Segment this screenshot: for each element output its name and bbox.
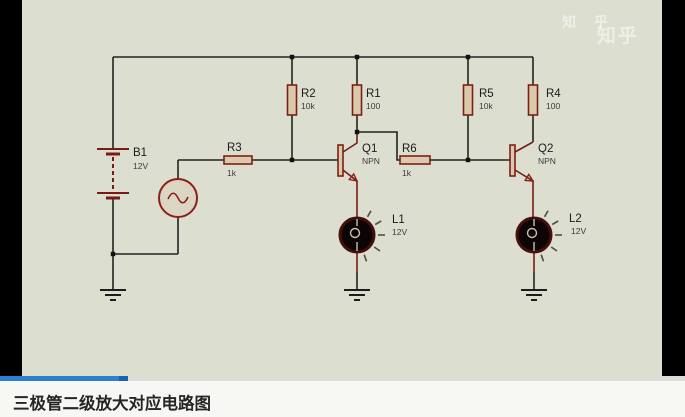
lamp-l2-value: 12V xyxy=(571,226,586,236)
ground-icon-left xyxy=(100,289,126,301)
transistor-q1-label: Q1 xyxy=(362,143,377,155)
playhead[interactable] xyxy=(119,376,129,381)
transistor-q2: Q2 NPN xyxy=(509,141,556,218)
resistor-r5: R5 10k xyxy=(462,84,494,116)
battery-b1: B1 12V xyxy=(97,147,148,200)
resistor-r2: R2 10k xyxy=(286,84,316,116)
ac-source-icon xyxy=(158,178,198,218)
resistor-r2-value: 10k xyxy=(301,101,315,111)
junction-dots xyxy=(110,54,471,257)
schematic-canvas: B1 12V R2 10k R1 100 xyxy=(22,0,662,376)
resistor-r3-label: R3 xyxy=(227,142,242,154)
resistor-r4-label: R4 xyxy=(546,88,561,100)
resistor-r1-value: 100 xyxy=(366,101,380,111)
battery-b1-label: B1 xyxy=(133,147,147,159)
resistor-r3-value: 1k xyxy=(227,168,237,178)
resistor-r5-label: R5 xyxy=(479,88,494,100)
lamp-l2-label: L2 xyxy=(569,213,582,225)
resistor-r1: R1 100 xyxy=(351,84,381,116)
ground-icon-middle xyxy=(344,289,370,301)
transistor-q2-type: NPN xyxy=(538,156,556,166)
resistor-r4: R4 100 xyxy=(527,84,561,116)
ground-icon-right xyxy=(521,289,547,301)
caption-bar: 三极管二级放大对应电路图 xyxy=(0,381,685,417)
lamp-l1-label: L1 xyxy=(392,214,405,226)
video-title: 三极管二级放大对应电路图 xyxy=(13,395,211,413)
lamp-l1-value: 12V xyxy=(392,227,407,237)
resistor-r2-label: R2 xyxy=(301,88,316,100)
lamp-l1-icon: L1 12V xyxy=(338,210,407,272)
resistor-r1-label: R1 xyxy=(366,88,381,100)
transistor-q1-type: NPN xyxy=(362,156,380,166)
resistor-r4-value: 100 xyxy=(546,101,560,111)
progress-fill[interactable] xyxy=(0,376,129,381)
wires xyxy=(112,56,535,289)
transistor-q2-label: Q2 xyxy=(538,143,553,155)
resistor-r6: R6 1k xyxy=(399,143,431,178)
battery-b1-value: 12V xyxy=(133,161,148,171)
circuit-schematic: B1 12V R2 10k R1 100 xyxy=(97,54,586,301)
resistor-r5-value: 10k xyxy=(479,101,493,111)
resistor-r6-label: R6 xyxy=(402,143,417,155)
video-frame[interactable]: B1 12V R2 10k R1 100 xyxy=(0,0,685,376)
resistor-r6-value: 1k xyxy=(402,168,412,178)
lamp-l2-icon: L2 12V xyxy=(515,210,586,272)
transistor-q1: Q1 NPN xyxy=(337,132,380,218)
progress-bar[interactable] xyxy=(0,376,685,381)
resistor-r3: R3 1k xyxy=(223,142,253,178)
